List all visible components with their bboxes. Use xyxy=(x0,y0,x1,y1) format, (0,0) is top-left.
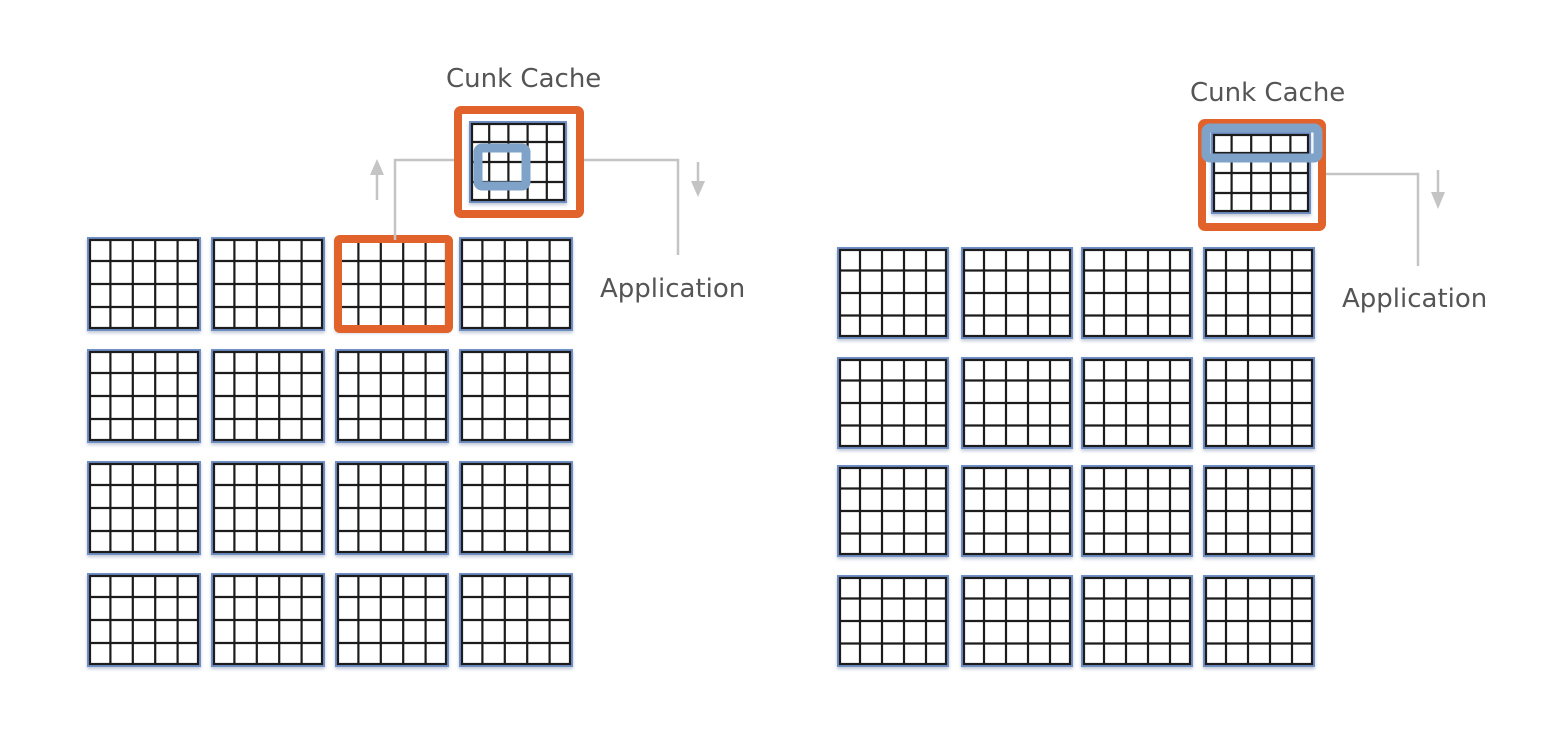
right-chunk-r2-c3 xyxy=(1081,357,1193,449)
right-chunk-r4-c2 xyxy=(961,575,1073,667)
up-arrow-icon xyxy=(370,159,384,200)
right-chunk-r3-c1 xyxy=(837,465,949,557)
left-chunk-r4-c3 xyxy=(335,573,449,667)
left-panel xyxy=(87,106,705,667)
right-panel xyxy=(837,119,1445,667)
right-application-connector xyxy=(1310,172,1420,266)
left-chunk-grid xyxy=(87,235,573,667)
left-chunk-r2-c2 xyxy=(211,349,325,443)
left-load-connector xyxy=(393,158,472,240)
right-chunk-cache xyxy=(1198,119,1326,231)
right-chunk-r3-c4 xyxy=(1203,465,1315,557)
left-selected-chunk-highlight xyxy=(334,235,453,333)
right-application-label: Application xyxy=(1342,284,1488,314)
right-chunk-r3-c3 xyxy=(1081,465,1193,557)
left-chunk-r1-c1 xyxy=(87,237,201,331)
left-application-label: Application xyxy=(600,274,746,304)
right-cache-chunk xyxy=(1211,132,1311,214)
left-chunk-r4-c4 xyxy=(459,573,573,667)
left-chunk-r2-c4 xyxy=(459,349,573,443)
down-arrow-icon xyxy=(1431,170,1445,209)
right-chunk-r1-c2 xyxy=(961,247,1073,339)
right-chunk-r4-c4 xyxy=(1203,575,1315,667)
right-chunk-r2-c1 xyxy=(837,357,949,449)
left-chunk-r1-c2 xyxy=(211,237,325,331)
left-cache-block-highlight xyxy=(473,143,531,191)
left-chunk-r3-c1 xyxy=(87,461,201,555)
left-chunk-r2-c3 xyxy=(335,349,449,443)
left-chunk-r3-c3 xyxy=(335,461,449,555)
right-chunk-grid xyxy=(837,247,1315,667)
left-chunk-r1-c3 xyxy=(335,237,449,331)
left-cache-label: Cunk Cache xyxy=(446,64,602,94)
left-chunk-r4-c2 xyxy=(211,573,325,667)
right-cache-label: Cunk Cache xyxy=(1190,78,1346,108)
left-chunk-r3-c2 xyxy=(211,461,325,555)
right-chunk-r2-c2 xyxy=(961,357,1073,449)
right-cache-row-highlight xyxy=(1201,123,1323,163)
right-chunk-r4-c3 xyxy=(1081,575,1193,667)
right-chunk-r1-c4 xyxy=(1203,247,1315,339)
left-chunk-r2-c1 xyxy=(87,349,201,443)
left-application-connector xyxy=(570,158,680,255)
left-chunk-r1-c4 xyxy=(459,237,573,331)
down-arrow-icon xyxy=(691,162,705,197)
left-chunk-cache xyxy=(454,106,584,218)
right-chunk-r3-c2 xyxy=(961,465,1073,557)
right-chunk-r1-c1 xyxy=(837,247,949,339)
left-chunk-r3-c4 xyxy=(459,461,573,555)
right-chunk-r1-c3 xyxy=(1081,247,1193,339)
right-chunk-r4-c1 xyxy=(837,575,949,667)
right-chunk-r2-c4 xyxy=(1203,357,1315,449)
left-chunk-r4-c1 xyxy=(87,573,201,667)
